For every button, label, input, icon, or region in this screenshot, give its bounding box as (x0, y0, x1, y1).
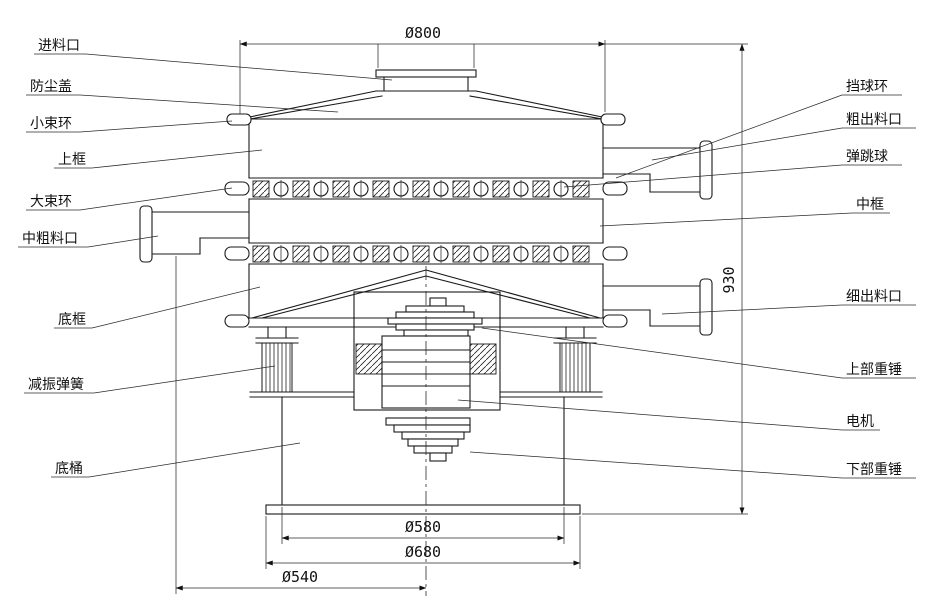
label-coarse-outlet: 粗出料口 (846, 111, 902, 127)
bottom-rim-caps (224, 314, 628, 328)
dimension-annotations: Ø800 930 Ø580 Ø680 Ø540 (175, 24, 748, 594)
dim-outlet-circle-group: Ø540 (175, 256, 427, 594)
upper-weight-stack (387, 297, 483, 337)
label-damping-spring: 减振弹簧 (28, 376, 84, 392)
sieve-machine-drawing (139, 69, 713, 596)
inner-cone (251, 269, 601, 319)
label-dust-cover: 防尘盖 (30, 78, 72, 94)
labels-right: 挡球环 粗出料口 弹跳球 中框 细出料口 上部重锤 电机 下部重锤 (457, 78, 916, 479)
motor-clamp-right (469, 343, 497, 375)
leader-upper-frame (91, 149, 263, 169)
label-feed-inlet: 进料口 (38, 37, 80, 53)
dim-barrel-diameter-group: Ø580 (281, 507, 565, 544)
label-fine-outlet: 细出料口 (846, 288, 902, 304)
label-ball-stop-ring: 挡球环 (846, 78, 888, 94)
leader-coarse-outlet (651, 127, 843, 161)
bouncing-balls-lower (273, 245, 569, 263)
middle-frame-wall (248, 198, 604, 244)
dim-barrel-diameter: Ø580 (405, 518, 441, 536)
motor-clamp-left (355, 343, 383, 375)
dim-top-diameter: Ø800 (405, 24, 441, 42)
label-motor: 电机 (846, 413, 874, 429)
damping-spring-right (553, 326, 597, 393)
leader-large-clamp-ring (79, 187, 233, 211)
leader-fine-outlet (661, 304, 843, 315)
leader-bouncing-ball (563, 164, 843, 188)
mid-coarse-outlet-duct (139, 205, 250, 263)
leader-motor (457, 399, 843, 431)
bottom-barrel-body (249, 391, 603, 515)
leader-lower-weight (469, 451, 843, 479)
base-flange (265, 504, 581, 515)
upper-frame-wall (248, 124, 604, 179)
label-upper-weight: 上部重锤 (846, 361, 902, 377)
leader-ball-stop-ring (615, 94, 843, 179)
large-clamp-ring-caps-upper (224, 181, 628, 196)
label-bottom-frame: 底框 (58, 311, 86, 327)
bottom-frame-wall (248, 263, 604, 319)
lower-weight-stack (385, 417, 471, 462)
dim-top-diameter-group: Ø800 (239, 24, 606, 114)
feed-inlet-port (375, 69, 477, 92)
leader-dust-cover (79, 94, 339, 113)
fine-outlet-duct (602, 278, 713, 336)
dim-base-diameter: Ø680 (405, 543, 441, 561)
motor-cage (353, 291, 501, 411)
dim-overall-height: 930 (720, 266, 738, 293)
leader-middle-frame (599, 212, 853, 227)
dim-base-diameter-group: Ø680 (265, 516, 581, 569)
leader-bottom-frame (91, 286, 261, 329)
lower-screen-deck (248, 242, 604, 265)
leader-damping-spring (93, 365, 276, 394)
label-middle-frame: 中框 (856, 196, 884, 212)
label-small-clamp-ring: 小束环 (30, 115, 72, 131)
dust-cover-cone (239, 90, 613, 120)
upper-screen-deck (248, 177, 604, 200)
dim-overall-height-group: 930 (582, 43, 748, 515)
dim-outlet-circle-diameter: Ø540 (282, 568, 318, 586)
label-large-clamp-ring: 大束环 (30, 193, 72, 209)
label-mid-coarse-outlet: 中粗料口 (22, 230, 78, 246)
leader-bottom-barrel (88, 442, 301, 478)
leader-small-clamp-ring (79, 120, 233, 133)
label-upper-frame: 上框 (58, 151, 86, 167)
small-clamp-ring-caps (226, 113, 626, 126)
label-bouncing-ball: 弹跳球 (846, 148, 888, 164)
label-bottom-barrel: 底桶 (55, 460, 83, 476)
damping-spring-left (255, 326, 299, 393)
leader-mid-coarse-outlet (87, 235, 159, 248)
leader-feed-inlet (85, 53, 393, 81)
bouncing-balls-upper (273, 180, 569, 198)
large-clamp-ring-caps-lower (224, 246, 628, 261)
labels-left: 进料口 防尘盖 小束环 上框 大束环 中粗料口 底框 减振弹簧 底桶 (18, 37, 393, 478)
label-lower-weight: 下部重锤 (846, 461, 902, 477)
leader-upper-weight (481, 327, 843, 379)
